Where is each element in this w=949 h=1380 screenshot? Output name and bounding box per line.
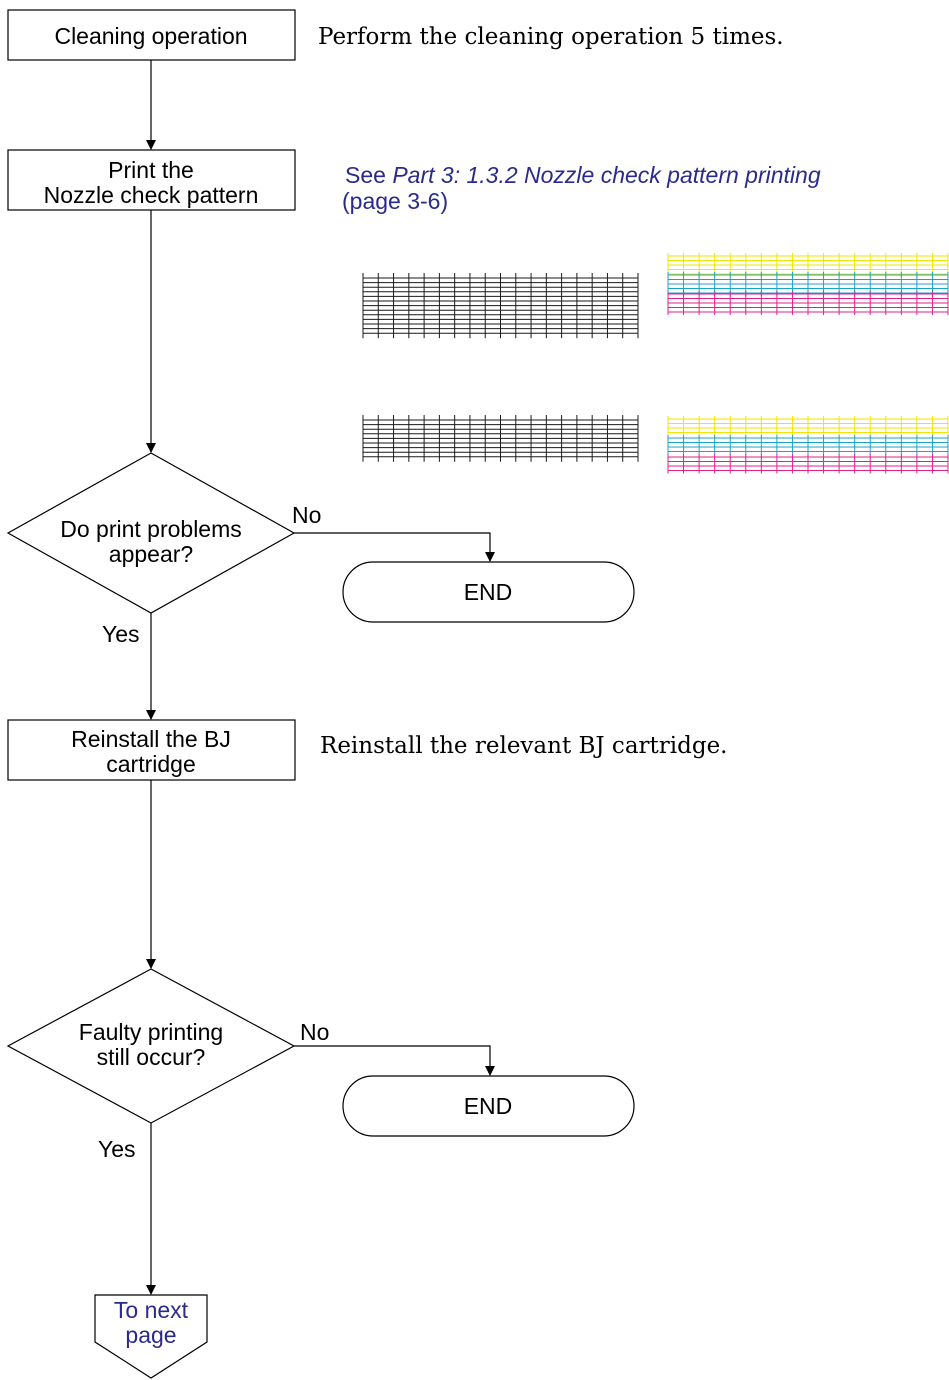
decision-faulty-printing-line2: still occur? [97, 1044, 206, 1070]
end1-label: END [464, 579, 513, 605]
decision-faulty-printing-line1: Faulty printing [79, 1019, 223, 1045]
connector-decision1-no [294, 532, 495, 562]
reinstall-cartridge-box [7, 719, 296, 781]
decision1-no-label: No [292, 502, 321, 528]
decision2-no-label: No [300, 1019, 329, 1045]
end1-terminal [342, 561, 635, 623]
print-pattern-reference-page: (page 3-6) [342, 188, 448, 214]
end2-label: END [464, 1093, 513, 1119]
reference-link[interactable]: Part 3: 1.3.2 Nozzle check pattern print… [392, 162, 820, 188]
reference-prefix: See [345, 162, 392, 188]
cleaning-operation-box [7, 9, 296, 61]
print-pattern-label-line1: Print the [108, 157, 194, 183]
magenta-nozzle-pattern-bottom [667, 454, 949, 474]
reinstall-cartridge-line1: Reinstall the BJ [71, 726, 231, 752]
end2-terminal [342, 1075, 635, 1137]
nozzle-check-patterns [362, 253, 949, 474]
cleaning-operation-label: Cleaning operation [54, 23, 247, 49]
reinstall-cartridge-note: Reinstall the relevant BJ cartridge. [320, 733, 728, 759]
black-nozzle-pattern-bottom [362, 415, 639, 462]
black-nozzle-pattern-top [362, 273, 639, 339]
cyan-nozzle-pattern-bottom [667, 435, 949, 455]
decision-print-problems-line1: Do print problems [60, 516, 242, 542]
to-next-page-line1: To next [114, 1297, 189, 1323]
decision1-yes-label: Yes [102, 621, 140, 647]
decision2-yes-label: Yes [98, 1136, 136, 1162]
magenta-nozzle-pattern-top [667, 291, 949, 315]
print-pattern-label-line2: Nozzle check pattern [44, 182, 259, 208]
cleaning-operation-note: Perform the cleaning operation 5 times. [318, 24, 784, 50]
decision-print-problems-line2: appear? [109, 541, 193, 567]
yellow-nozzle-pattern-bottom [667, 416, 949, 436]
connector-decision2-no [294, 1045, 495, 1076]
print-pattern-box [7, 149, 296, 211]
reinstall-cartridge-line2: cartridge [106, 751, 195, 777]
to-next-page-line2: page [125, 1322, 176, 1348]
to-next-page-connector[interactable] [94, 1294, 208, 1379]
print-pattern-reference: See Part 3: 1.3.2 Nozzle check pattern p… [345, 162, 821, 188]
